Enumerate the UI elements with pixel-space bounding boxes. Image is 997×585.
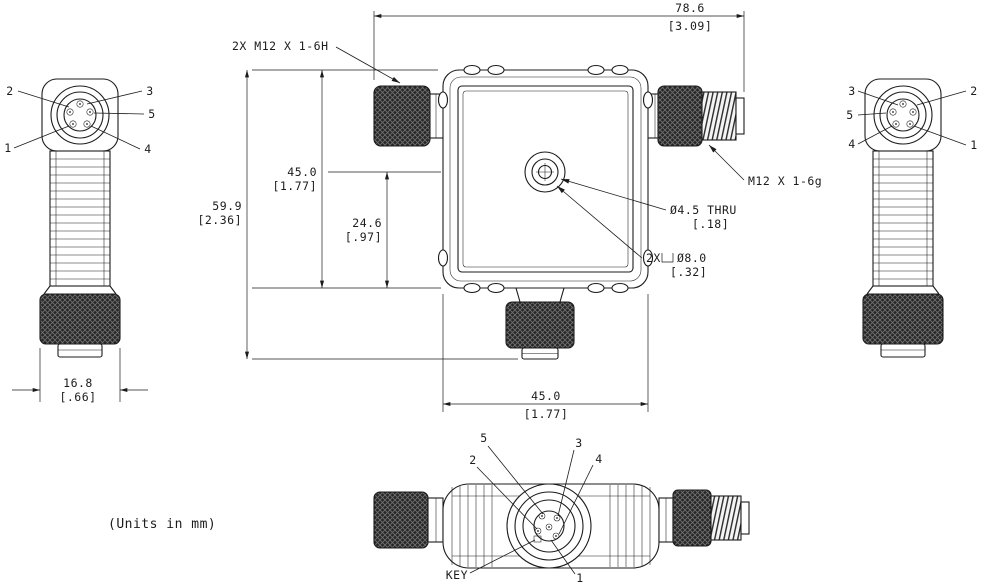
female-thread-label: 2X M12 X 1-6H xyxy=(232,39,329,53)
key-label: KEY xyxy=(446,568,468,582)
left-view-knurled-nut xyxy=(39,293,121,345)
bottom-face-outer xyxy=(506,483,592,569)
right-view-ribs xyxy=(873,151,933,286)
right-view-tip xyxy=(880,343,926,358)
left-view-cap xyxy=(41,78,119,152)
front-body-scallops xyxy=(437,64,654,294)
bottom-right-thread xyxy=(710,495,742,541)
key-notch xyxy=(533,535,542,543)
pin-label: 5 xyxy=(148,107,155,121)
front-bottom-collar xyxy=(515,287,565,303)
bottom-right-knurled-nut xyxy=(672,489,712,547)
counterbore-dia: Ø8.0 xyxy=(677,251,707,265)
right-view-cap xyxy=(864,78,942,152)
bottom-left-collar xyxy=(427,497,444,543)
pin-label: 1 xyxy=(576,571,583,585)
right-view-knurled-nut xyxy=(862,293,944,345)
counterbore-callout: 2X Ø8.0 [.32] xyxy=(556,185,707,279)
male-thread-callout: M12 X 1-6g xyxy=(708,144,822,188)
pin-label: 1 xyxy=(4,141,11,155)
counterbore-icon xyxy=(661,253,674,263)
right-view-pin-callouts: 3 2 5 1 4 xyxy=(846,84,977,152)
body-width-dimension: 45.0 [1.77] xyxy=(442,294,649,421)
dim-body-width-mm: 45.0 xyxy=(531,389,561,403)
pin-label: 3 xyxy=(146,84,153,98)
bottom-view: 5 2 3 4 1 KEY xyxy=(373,431,750,585)
left-view-body xyxy=(49,150,111,287)
counterbore-inch: [.32] xyxy=(670,265,707,279)
pin-label: 2 xyxy=(6,84,13,98)
left-view-ribs xyxy=(50,151,110,286)
bottom-right-thread-tip xyxy=(740,501,750,535)
pin-label: 5 xyxy=(846,108,853,122)
dim-side-width-mm: 16.8 xyxy=(63,376,93,390)
dim-hole-to-bottom-mm: 24.6 xyxy=(352,216,382,230)
thru-hole-label: Ø4.5 THRU xyxy=(670,203,737,217)
pin-label: 3 xyxy=(575,436,582,450)
left-view-width-dimension: 16.8 [.66] xyxy=(12,348,148,404)
pin-label: 5 xyxy=(480,431,487,445)
thru-hole-callout: Ø4.5 THRU [.18] xyxy=(560,178,737,231)
front-right-thread-tip xyxy=(735,97,745,135)
pin-label: 4 xyxy=(144,142,151,156)
female-thread-callout: 2X M12 X 1-6H xyxy=(232,39,401,84)
right-view-body xyxy=(872,150,934,287)
front-center-hole xyxy=(524,151,566,193)
bottom-view-pin-callouts: 5 2 3 4 1 KEY xyxy=(446,431,603,585)
pin-label: 4 xyxy=(848,137,855,151)
units-note: (Units in mm) xyxy=(108,517,216,532)
front-right-knurled-nut xyxy=(657,85,703,147)
left-view-pin-callouts: 2 3 5 1 4 xyxy=(4,84,155,156)
thru-hole-inch: [.18] xyxy=(692,217,729,231)
pin-label: 2 xyxy=(469,453,476,467)
overall-width-dimension: 78.6 [3.09] xyxy=(373,1,745,92)
dim-overall-width-mm: 78.6 xyxy=(675,1,705,15)
front-right-thread xyxy=(701,91,737,141)
front-left-knurled-nut xyxy=(373,85,431,147)
dim-side-width-in: [.66] xyxy=(59,390,96,404)
bottom-body-ribs xyxy=(451,485,651,567)
counterbore-prefix: 2X xyxy=(646,251,661,265)
dim-body-width-in: [1.77] xyxy=(524,407,569,421)
pin-label: 1 xyxy=(970,138,977,152)
front-view: 78.6 [3.09] 2X M12 X 1-6H 59.9 [2.36] 45… xyxy=(197,1,822,421)
pin-label: 4 xyxy=(595,452,602,466)
left-view-face-outer xyxy=(50,85,110,145)
dim-body-height-in: [1.77] xyxy=(272,179,317,193)
front-bottom-knurled-nut xyxy=(505,301,575,349)
dim-overall-height-mm: 59.9 xyxy=(212,199,242,213)
pin-label: 2 xyxy=(970,84,977,98)
left-view-tip xyxy=(57,343,103,358)
left-view-pins xyxy=(66,100,94,128)
vertical-dimensions: 59.9 [2.36] 45.0 [1.77] 24.6 [.97] xyxy=(197,69,518,360)
right-side-view: 3 2 5 1 4 xyxy=(846,78,977,358)
front-face-plate xyxy=(457,85,634,273)
right-view-pins xyxy=(889,100,917,128)
bottom-left-knurled-nut xyxy=(373,491,429,549)
dim-overall-width-in: [3.09] xyxy=(668,19,713,33)
dim-body-height-mm: 45.0 xyxy=(287,165,317,179)
left-side-view: 2 3 5 1 4 xyxy=(4,78,155,404)
male-thread-label: M12 X 1-6g xyxy=(748,174,822,188)
dim-overall-height-in: [2.36] xyxy=(197,213,242,227)
dim-hole-to-bottom-in: [.97] xyxy=(345,230,382,244)
pin-label: 3 xyxy=(848,84,855,98)
